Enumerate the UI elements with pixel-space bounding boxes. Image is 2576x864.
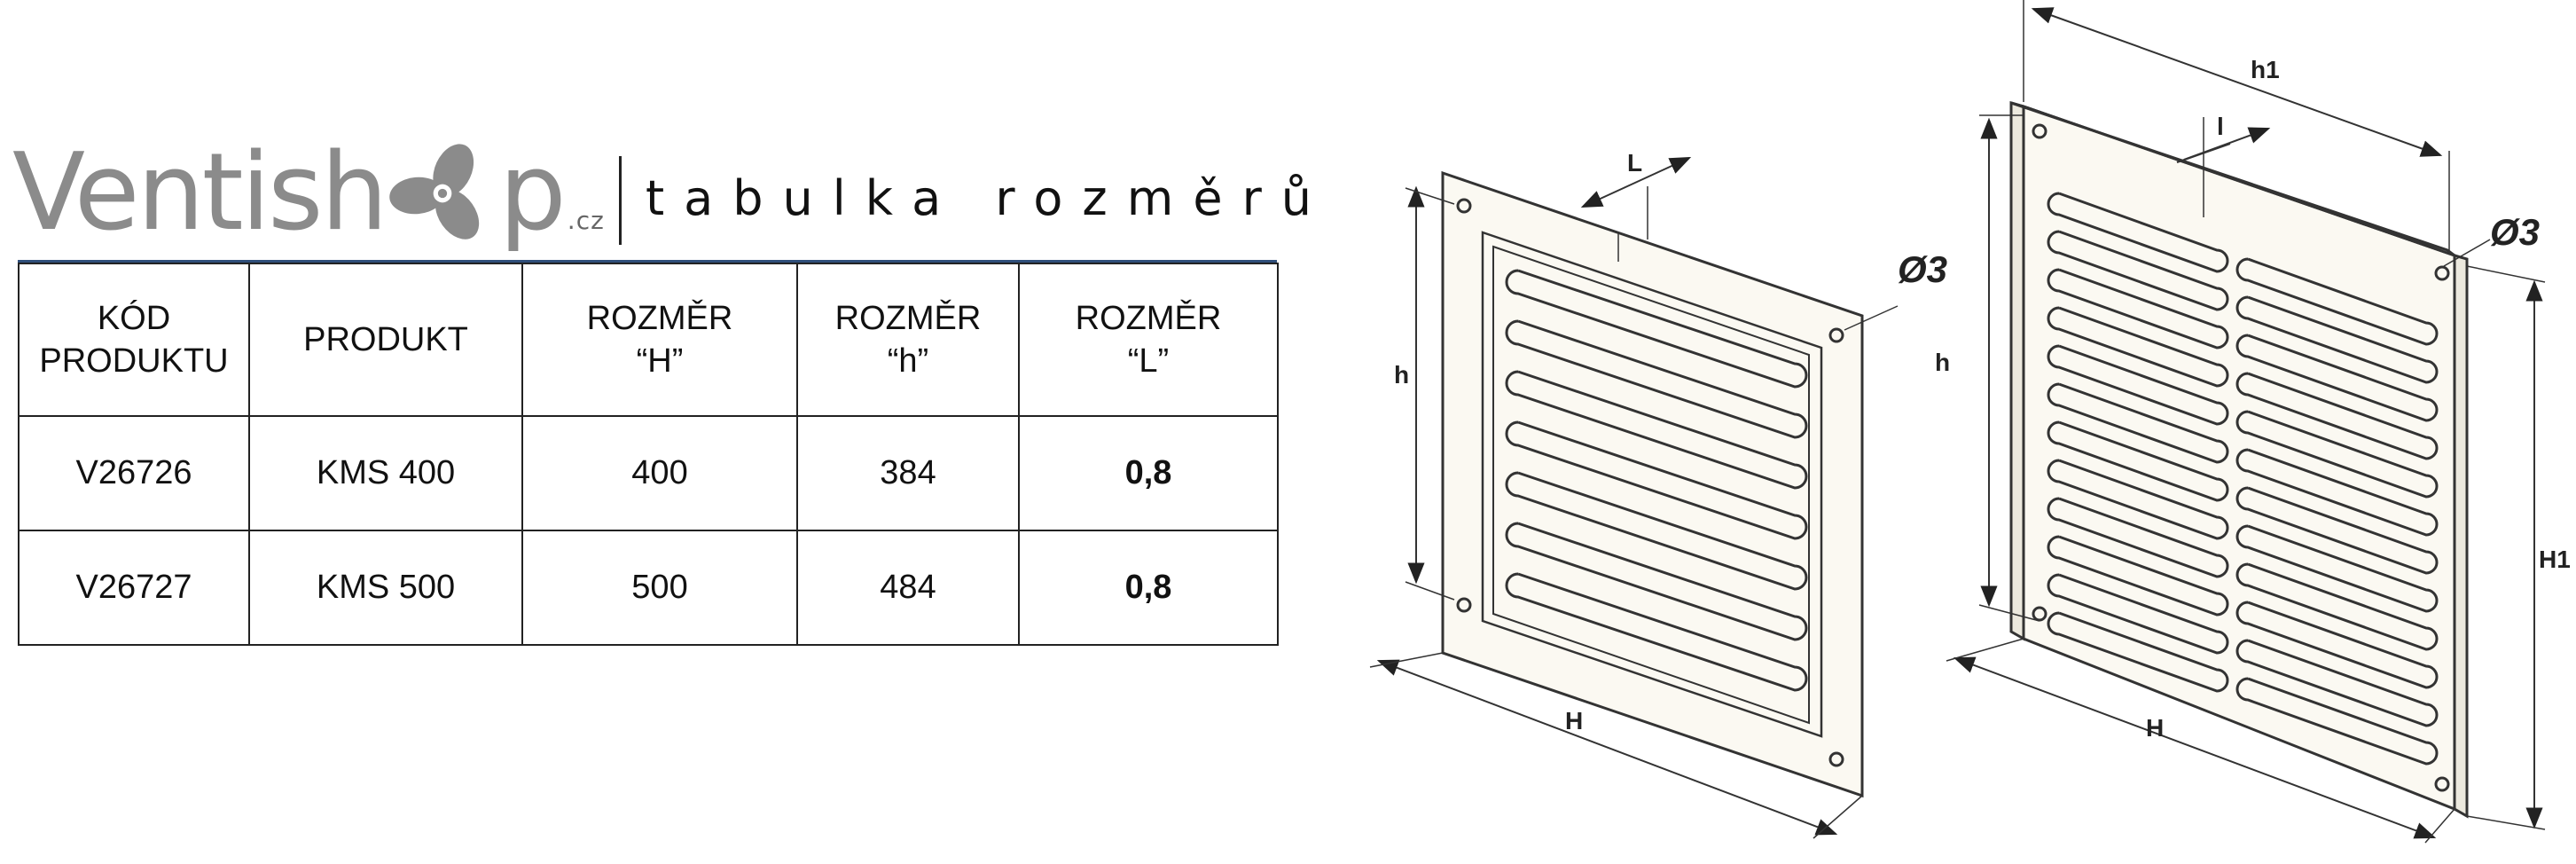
right-grille-drawing — [1946, 0, 2546, 844]
cell-kod: V26726 — [18, 415, 250, 531]
header-kod-produktu: KÓD PRODUKTU — [18, 263, 250, 417]
louver-slat — [2235, 486, 2439, 575]
louver-slat — [2047, 459, 2229, 540]
louver-slat — [2047, 420, 2229, 502]
right-label-diameter: Ø3 — [2490, 211, 2540, 253]
louver-slat — [1505, 420, 1808, 540]
table-row: V26727 KMS 500 500 484 0,8 — [18, 530, 1279, 646]
cell-rozmer-h: 384 — [796, 415, 1020, 531]
cell-produkt: KMS 400 — [248, 415, 523, 531]
cell-rozmer-L: 0,8 — [1018, 530, 1279, 646]
header-rozmer-H: ROZMĚR “H” — [521, 263, 798, 417]
cell-rozmer-H: 500 — [521, 530, 798, 646]
louver-slat — [1505, 319, 1808, 439]
left-label-L: L — [1627, 149, 1642, 177]
logo-tld: .cz — [567, 206, 605, 235]
louver-slat — [2235, 562, 2439, 651]
cell-rozmer-L: 0,8 — [1018, 415, 1279, 531]
dimension-table-container: KÓD PRODUKTU PRODUKT ROZMĚR “H” ROZMĚR “… — [18, 260, 1279, 646]
fan-icon — [388, 144, 479, 240]
louver-slat — [2047, 344, 2229, 426]
logo-text-after: p — [498, 131, 567, 255]
louver-slat — [2235, 524, 2439, 613]
louver-slat — [2047, 268, 2229, 350]
cell-produkt: KMS 500 — [248, 530, 523, 646]
louver-slat — [1505, 370, 1808, 490]
louver-slat — [2047, 306, 2229, 388]
right-label-h: h — [1935, 349, 1950, 376]
louver-slat — [2047, 382, 2229, 464]
cell-rozmer-h: 484 — [796, 530, 1020, 646]
right-louvers-left-column — [2047, 192, 2229, 693]
louver-slat — [2235, 410, 2439, 499]
left-grille-drawing — [1369, 157, 1899, 839]
left-label-diameter: Ø3 — [1898, 248, 1947, 290]
header-divider — [619, 156, 622, 245]
header-rozmer-L: ROZMĚR “L” — [1018, 263, 1279, 417]
left-label-H: H — [1565, 707, 1583, 734]
louver-slat — [1505, 471, 1808, 591]
header-produkt: PRODUKT — [248, 263, 523, 417]
louver-slat — [2235, 257, 2439, 346]
louver-slat — [2047, 230, 2229, 311]
header: Ventish p.cz tabulka rozměrů — [12, 131, 1311, 255]
louver-slat — [2047, 535, 2229, 617]
cell-rozmer-H: 400 — [521, 415, 798, 531]
right-label-l: l — [2217, 113, 2224, 140]
right-label-h1: h1 — [2251, 56, 2280, 83]
grille-technical-drawing: L h H Ø3 h1 l — [1369, 0, 2571, 844]
left-label-h: h — [1394, 361, 1409, 389]
header-rozmer-h: ROZMĚR “h” — [796, 263, 1020, 417]
louver-slat — [2047, 192, 2229, 273]
louver-slat — [1505, 269, 1808, 389]
louver-slat — [2047, 573, 2229, 655]
table-row: V26726 KMS 400 400 384 0,8 — [18, 415, 1279, 531]
louver-slat — [1505, 522, 1808, 641]
cell-kod: V26727 — [18, 530, 250, 646]
dimension-table: KÓD PRODUKTU PRODUKT ROZMĚR “H” ROZMĚR “… — [18, 263, 1279, 646]
louver-slat — [2047, 497, 2229, 578]
page-subtitle: tabulka rozměrů — [646, 170, 1331, 226]
louver-slat — [2235, 372, 2439, 460]
louver-slat — [2235, 448, 2439, 537]
louver-slat — [2235, 334, 2439, 422]
right-label-H1: H1 — [2539, 546, 2571, 573]
ventishop-logo: Ventish p.cz — [12, 131, 605, 283]
table-top-accent-line — [18, 260, 1277, 263]
louver-slat — [2235, 295, 2439, 384]
right-label-H: H — [2146, 714, 2164, 742]
table-header-row: KÓD PRODUKTU PRODUKT ROZMĚR “H” ROZMĚR “… — [18, 263, 1279, 417]
logo-text-before: Ventish — [12, 131, 388, 255]
